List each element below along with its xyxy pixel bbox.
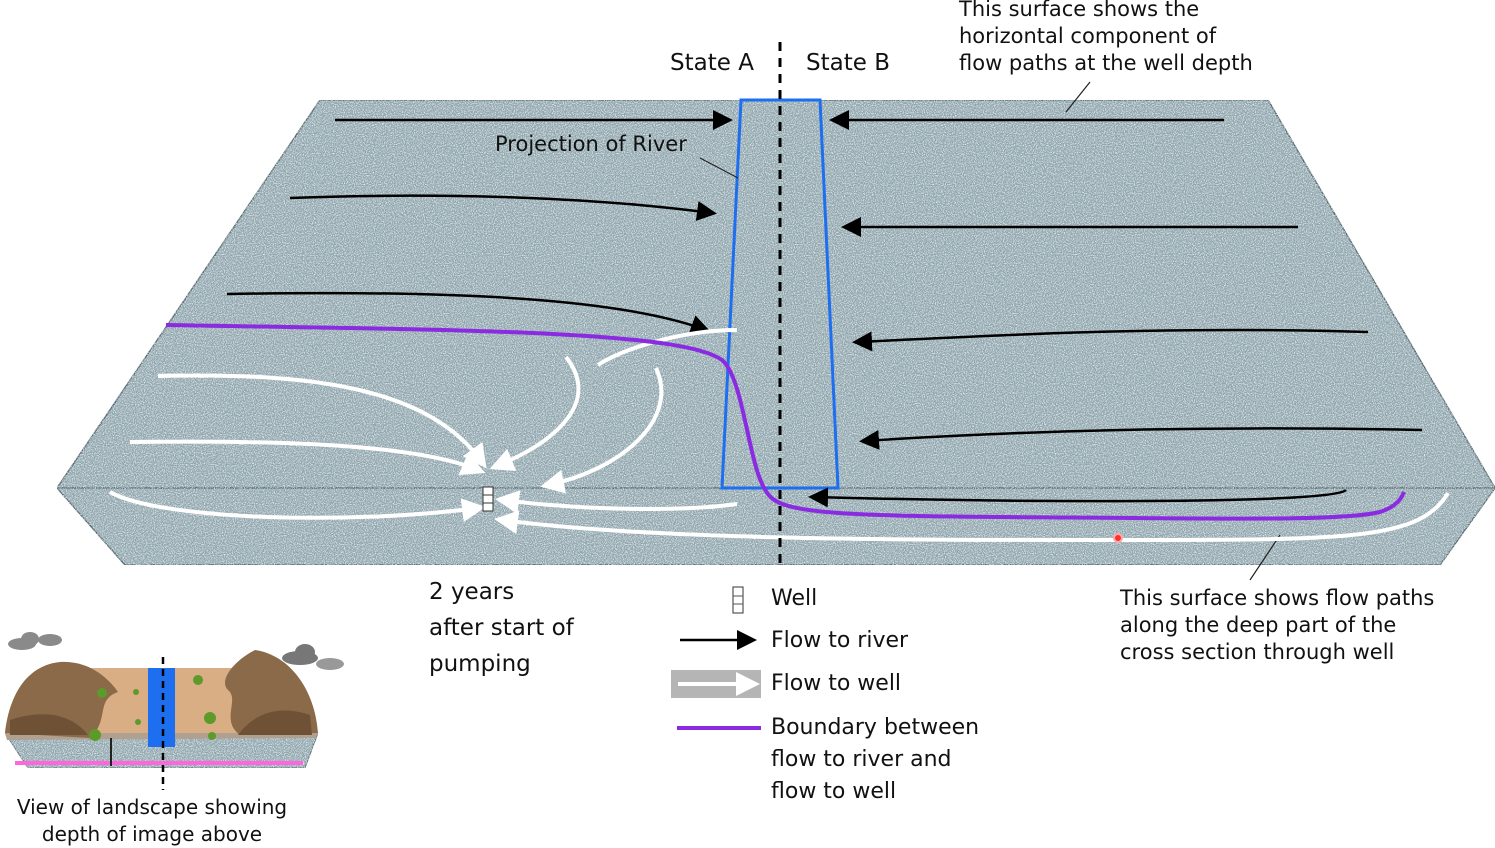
flow-arrow [859, 427, 1423, 450]
river-projection [720, 98, 840, 490]
legend-label-boundary: Boundary between flow to river and flow … [771, 715, 980, 804]
top-surface-note: This surface shows the horizontal compon… [959, 0, 1253, 75]
legend-label-flow-to-well: Flow to well [771, 671, 902, 696]
flow-to-well-arrows [109, 328, 1450, 542]
time-note: 2 years after start of pumping [429, 579, 574, 677]
deep-note-leader [1249, 534, 1281, 581]
cloud-icon [8, 632, 62, 650]
flow-to-river-arrows [226, 110, 1423, 508]
flow-arrow [852, 328, 1369, 352]
well-flow-arrow [494, 491, 1450, 542]
deep-surface-note: This surface shows flow paths along the … [1120, 586, 1435, 664]
state-b-label: State B [806, 50, 890, 76]
well-flow-arrow [129, 439, 486, 475]
cloud-icon [282, 644, 344, 670]
legend-label-well: Well [771, 586, 818, 611]
well-flow-arrow [109, 490, 486, 522]
boundary-line [165, 323, 1406, 521]
inset-caption: View of landscape showing depth of image… [16, 795, 288, 846]
flow-arrow [808, 487, 1347, 508]
landscape-inset [4, 632, 344, 790]
well-icon [482, 486, 494, 512]
projection-of-river-label: Projection of River [495, 132, 687, 156]
well-flow-arrow [540, 367, 664, 494]
top-surface [55, 99, 1495, 489]
aquifer-block [55, 99, 1495, 566]
legend-well-icon [732, 586, 744, 614]
well-flow-arrow [157, 373, 487, 469]
red-marker [1113, 533, 1123, 543]
well-flow-arrow [495, 490, 738, 514]
top-note-leader [1065, 81, 1091, 113]
flow-arrow [226, 291, 711, 335]
legend-label-flow-to-river: Flow to river [771, 628, 909, 653]
projection-leader [699, 157, 739, 179]
legend-white-arrow-icon [671, 670, 761, 698]
front-surface [55, 487, 1495, 566]
state-a-label: State A [670, 50, 754, 76]
well-flow-arrow [489, 355, 581, 471]
flow-arrow [289, 194, 717, 221]
